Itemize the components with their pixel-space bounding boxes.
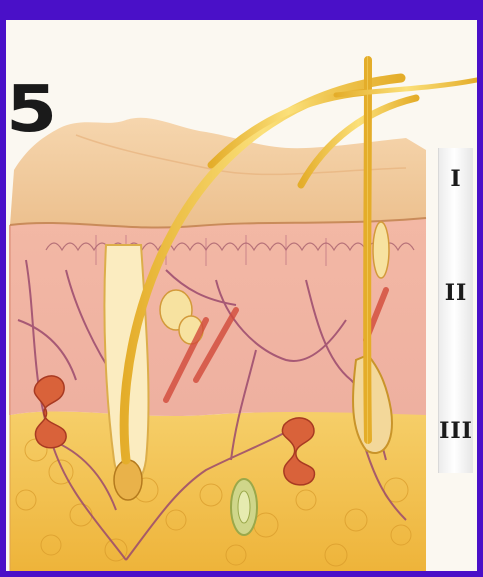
layer-label-subcutaneous: III xyxy=(439,418,473,444)
layer-label-epidermis: I xyxy=(439,166,473,192)
panel-number: 5 xyxy=(6,78,55,142)
skin-cross-section-illustration xyxy=(6,20,477,571)
layer-label-dermis: II xyxy=(439,280,473,306)
layer-scale-bar: I II III xyxy=(438,148,473,473)
pacinian-corpuscle xyxy=(231,479,257,535)
figure-frame: 5 I II III xyxy=(6,20,477,571)
